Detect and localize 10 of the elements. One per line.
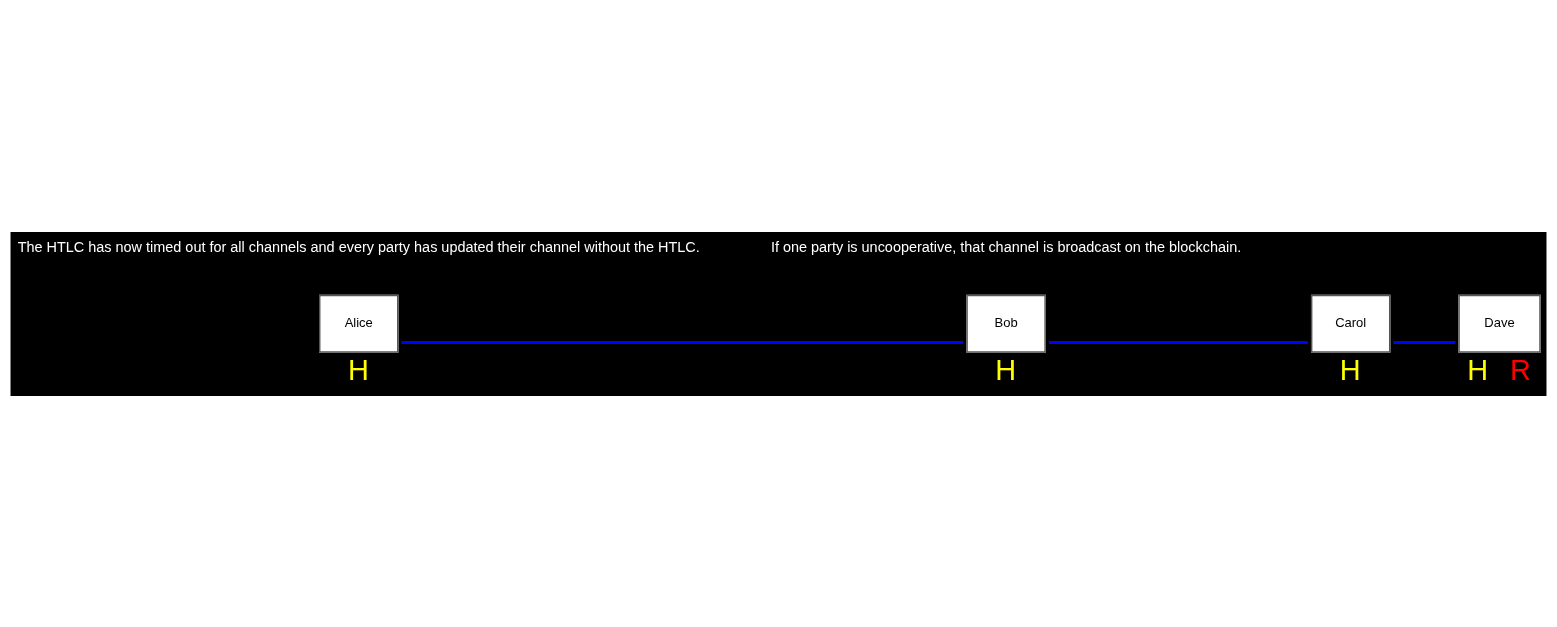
label: If one party is uncooperative, that channel is broadcast on the blockchain. bbox=[770, 238, 1242, 255]
connector bbox=[1393, 340, 1456, 344]
node-label: H bbox=[995, 353, 1017, 386]
node-label: H bbox=[347, 353, 369, 386]
connector bbox=[1048, 340, 1308, 344]
node-label: H bbox=[1339, 353, 1361, 386]
label: The HTLC has now timed out for all channels and every party has updated their channel without the HTLC. bbox=[17, 238, 700, 255]
connector bbox=[401, 340, 964, 344]
node-label: R bbox=[1510, 353, 1531, 386]
node-label: H bbox=[1467, 353, 1489, 386]
